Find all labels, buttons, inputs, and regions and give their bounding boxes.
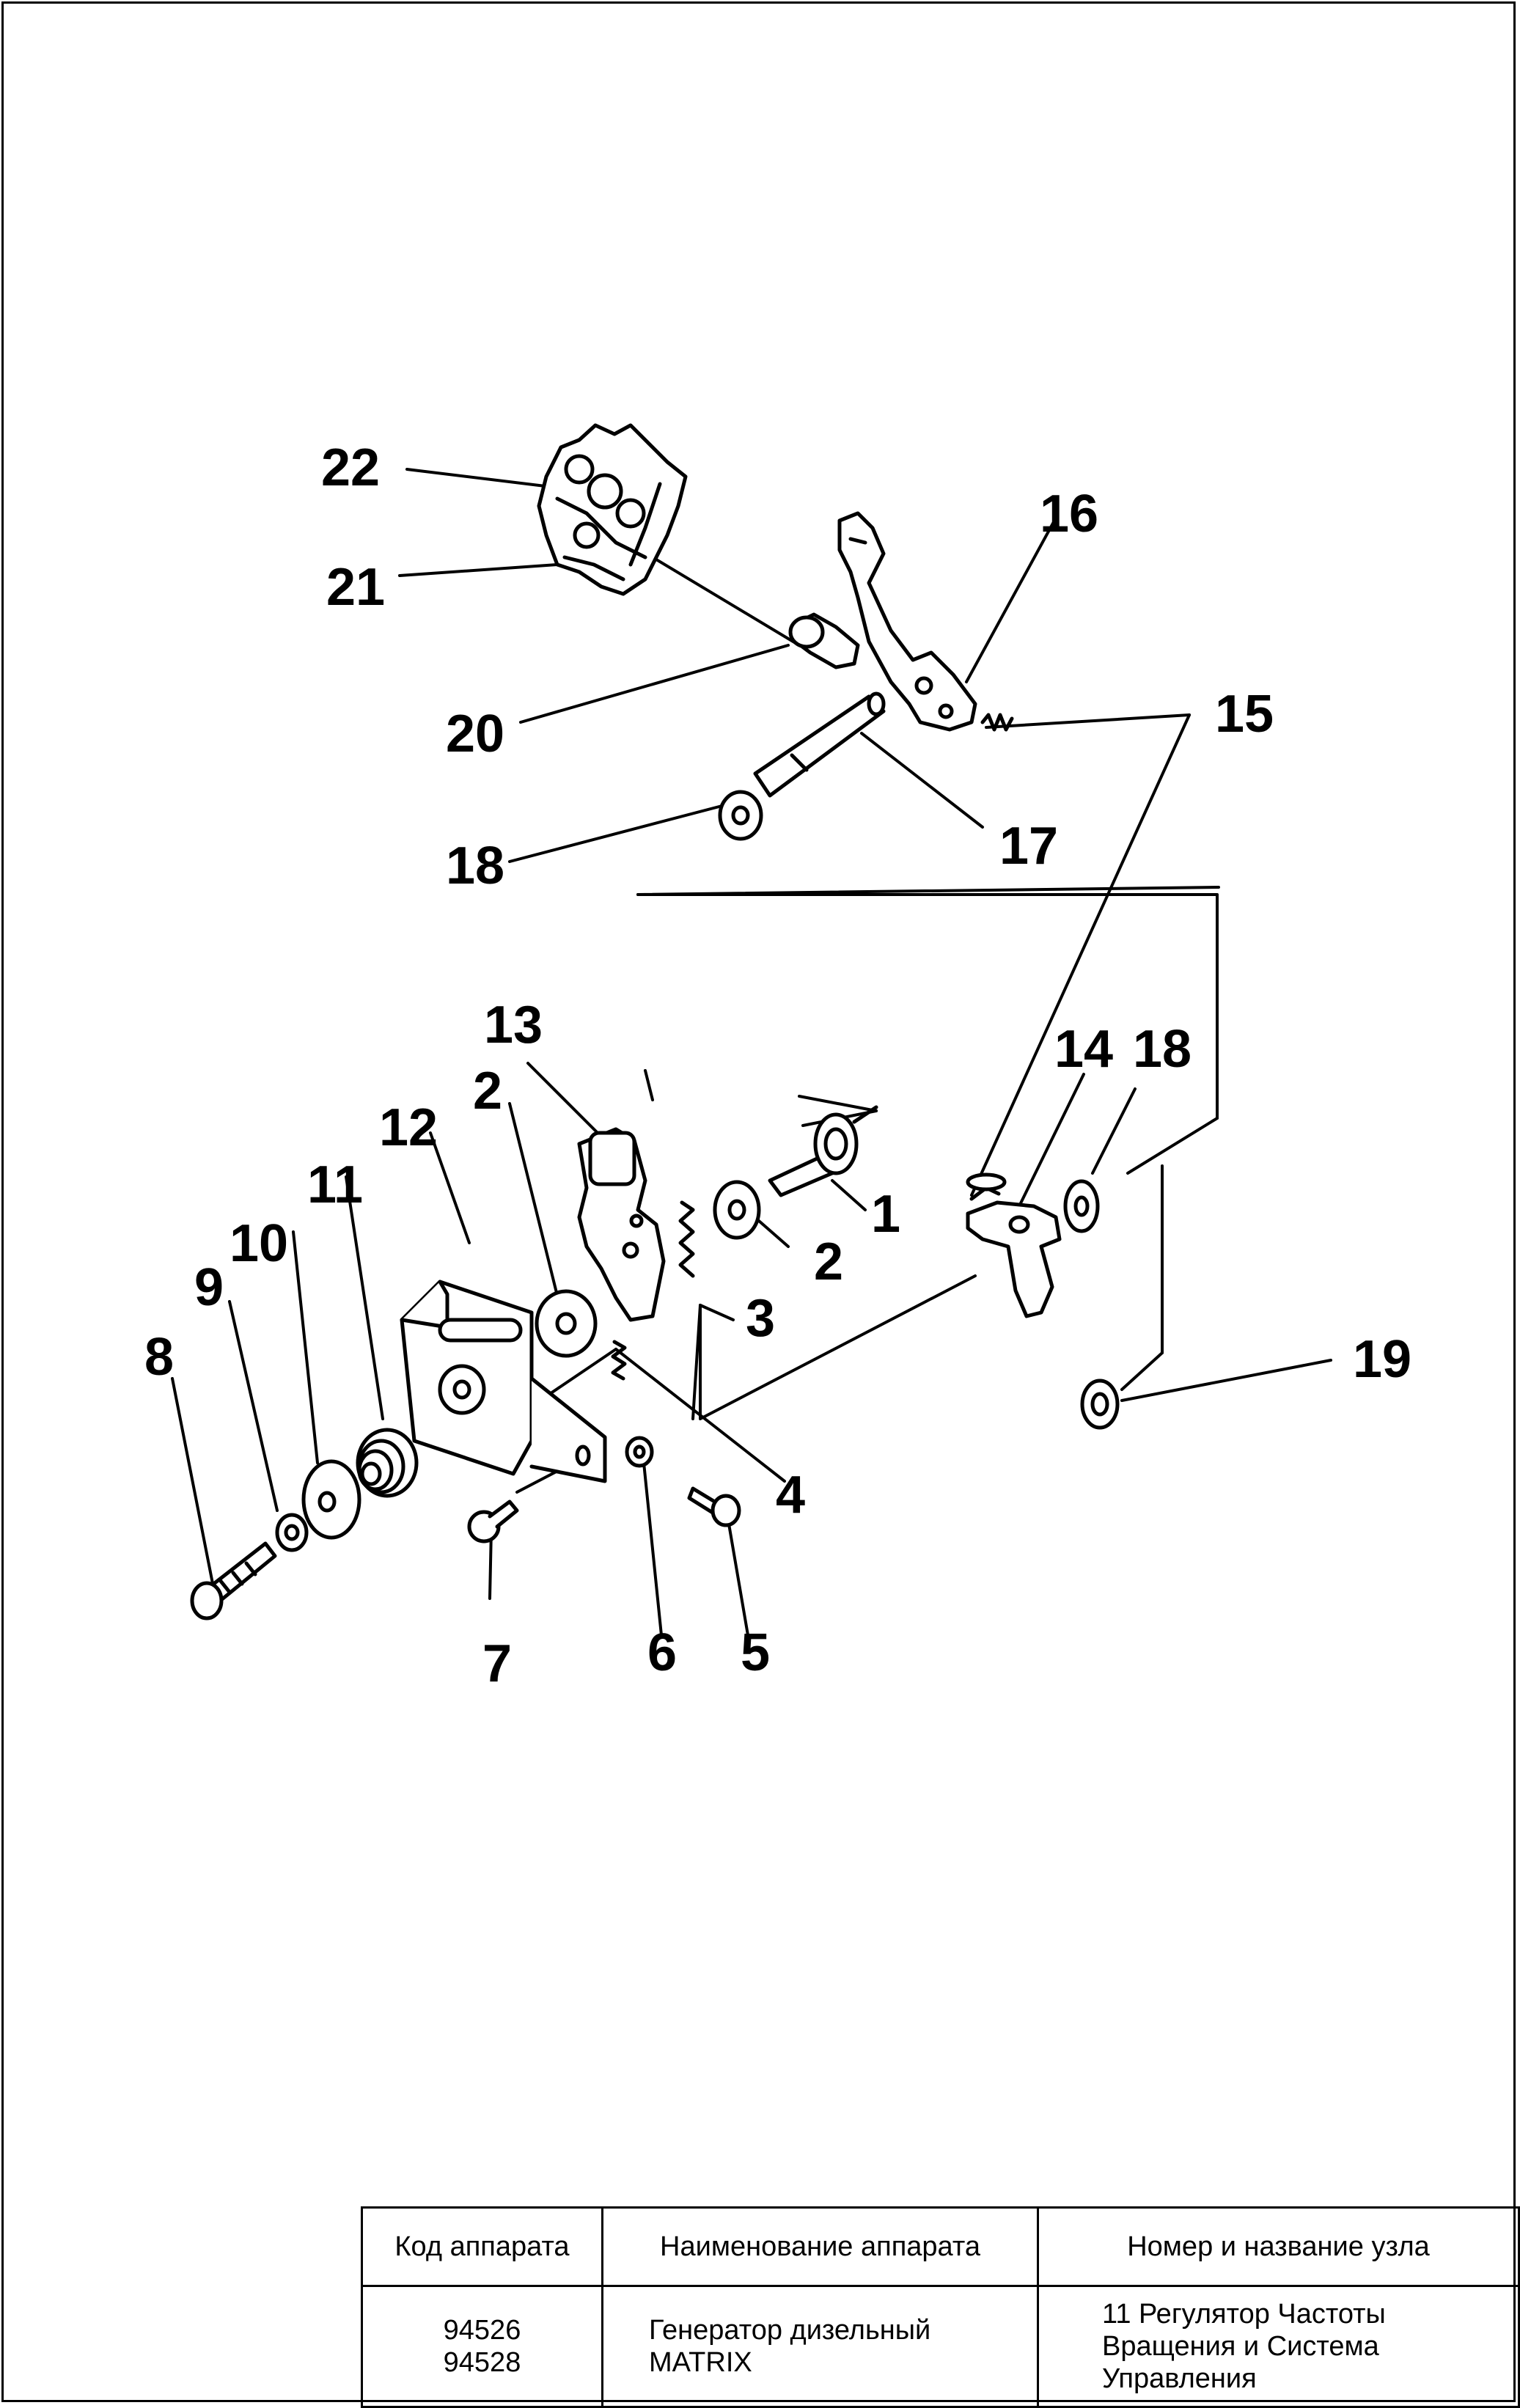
part-13-lever-plate — [577, 1127, 666, 1322]
part-2-washer-left — [535, 1289, 598, 1358]
part-2-washer-right — [713, 1180, 761, 1240]
callout-6: 6 — [647, 1623, 677, 1682]
device-name-line: Генератор дизельный — [649, 2315, 931, 2346]
part-18-washer-upper — [718, 790, 763, 841]
part-5-screw — [687, 1486, 741, 1527]
callout-12: 12 — [379, 1098, 438, 1157]
part-15-ring — [966, 1172, 1007, 1192]
callout-18-top: 18 — [446, 837, 504, 895]
header-device-code: Код аппарата — [361, 2206, 603, 2287]
part-11-spring-coil — [356, 1428, 419, 1498]
part-1-bolt — [768, 1105, 878, 1197]
callout-11: 11 — [307, 1156, 363, 1214]
part-16-governor-lever — [837, 511, 977, 732]
assembly-line: 11 Регулятор Частоты — [1102, 2299, 1386, 2330]
callout-2-lower: 2 — [814, 1233, 843, 1291]
part-20-bushing — [788, 612, 860, 669]
part-17-shaft — [753, 691, 886, 798]
callout-15-top: 15 — [1215, 685, 1274, 744]
part-15-spring-pin — [980, 713, 1014, 732]
part-4-small-spring — [611, 1340, 627, 1381]
assembly-line: Вращения и Система — [1102, 2331, 1379, 2362]
callout-7: 7 — [482, 1634, 512, 1693]
callout-17: 17 — [999, 817, 1058, 876]
part-22-gear-housing — [537, 423, 688, 596]
header-assembly: Номер и название узла — [1037, 2206, 1520, 2287]
device-name-line: MATRIX — [649, 2347, 752, 2378]
device-code: 94528 — [443, 2347, 521, 2378]
callout-21: 21 — [326, 558, 385, 617]
callout-9: 9 — [194, 1258, 224, 1317]
callout-18-right: 18 — [1133, 1020, 1192, 1079]
callout-19: 19 — [1353, 1330, 1411, 1389]
callout-3: 3 — [746, 1289, 775, 1348]
device-name-cell: Генератор дизельный MATRIX — [601, 2285, 1039, 2408]
callout-22: 22 — [321, 438, 380, 497]
part-7-screw — [467, 1500, 519, 1543]
callout-8: 8 — [144, 1328, 174, 1387]
assembly-line: Управления — [1102, 2363, 1257, 2394]
callout-4: 4 — [776, 1466, 805, 1524]
callout-labels: 22 21 20 16 15 17 18 13 2 12 14 18 11 1 … — [144, 438, 1411, 1693]
device-codes-cell: 94526 94528 — [361, 2285, 603, 2408]
callout-1: 1 — [871, 1185, 900, 1244]
part-6-washer — [625, 1436, 654, 1468]
callout-14: 14 — [1054, 1020, 1113, 1079]
callout-20: 20 — [446, 705, 504, 763]
part-18-washer-lower — [1063, 1179, 1100, 1233]
header-device-name: Наименование аппарата — [601, 2206, 1039, 2287]
device-code: 94526 — [443, 2315, 521, 2346]
part-14-lever — [966, 1186, 1062, 1318]
callout-5: 5 — [741, 1623, 770, 1682]
part-19-nut — [1080, 1379, 1120, 1430]
part-10-washer-large — [301, 1459, 361, 1540]
part-3-spring — [678, 1200, 695, 1278]
part-8-bolt — [190, 1541, 277, 1620]
callout-13: 13 — [484, 996, 543, 1054]
part-9-nut — [275, 1513, 309, 1552]
callout-16: 16 — [1040, 485, 1098, 543]
callout-2-upper: 2 — [473, 1062, 502, 1120]
part-12-bracket — [400, 1280, 607, 1483]
assembly-cell: 11 Регулятор Частоты Вращения и Система … — [1037, 2285, 1520, 2408]
title-block: Код аппарата Наименование аппарата Номер… — [361, 2206, 1520, 2408]
callout-10: 10 — [230, 1214, 288, 1273]
